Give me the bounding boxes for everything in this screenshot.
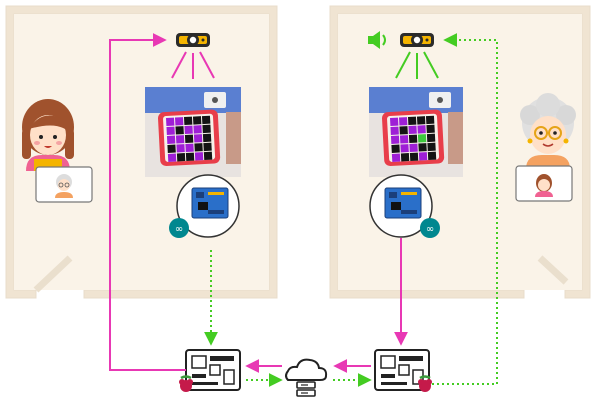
cloud-server-icon [285, 358, 328, 397]
led-matrix-grid-left [166, 115, 213, 162]
led-cell [391, 153, 401, 162]
led-cell [407, 116, 417, 126]
led-cell [202, 124, 211, 134]
led-cell [417, 134, 427, 143]
camera-beam-right [395, 51, 439, 79]
led-matrix-grid-right [390, 115, 437, 162]
led-cell [194, 143, 203, 152]
led-cell [399, 135, 409, 144]
camera-icon-right [400, 33, 434, 47]
arduino-board-right: ∞ [369, 174, 440, 238]
led-cell [390, 117, 399, 126]
led-cell [174, 117, 184, 126]
led-cell [166, 135, 176, 144]
raspberry-pi-board-right [374, 349, 432, 392]
video-call-screen-left [35, 166, 93, 203]
led-cell [193, 125, 202, 134]
grandmother-thumbnail [55, 174, 73, 198]
led-matrix-photo-left [145, 87, 241, 177]
led-cell [418, 143, 427, 152]
raspberry-icon-right [418, 375, 432, 392]
raspberry-icon-left [179, 375, 193, 392]
green-flow-right [432, 33, 498, 385]
girl-avatar [22, 99, 74, 171]
camera-beam-left [171, 51, 215, 79]
led-cell [398, 117, 408, 126]
led-cell [167, 144, 176, 153]
led-cell [185, 143, 194, 153]
led-cell [426, 133, 436, 143]
led-cell [202, 133, 212, 143]
led-cell [425, 115, 435, 125]
speaker-icon [368, 31, 386, 49]
grandmother-avatar [520, 93, 576, 169]
led-cell [426, 124, 435, 134]
led-cell [201, 115, 211, 125]
led-cell [427, 142, 436, 152]
led-cell [399, 126, 408, 135]
led-cell [427, 151, 437, 161]
arduino-board-left: ∞ [169, 174, 240, 238]
led-cell [166, 117, 175, 126]
led-cell [390, 135, 400, 144]
led-cell [400, 144, 409, 153]
led-cell [203, 142, 212, 152]
led-cell [176, 153, 186, 162]
arduino-icon-left: ∞ [175, 224, 183, 235]
led-cell [418, 152, 428, 161]
led-cell [408, 134, 418, 144]
led-cell [185, 152, 195, 161]
led-cell [416, 116, 426, 125]
girl-thumbnail [535, 174, 553, 197]
led-cell [176, 144, 185, 153]
camera-icon-left [176, 33, 210, 47]
led-cell [409, 143, 418, 153]
led-matrix-photo-right [369, 87, 463, 177]
arduino-icon-right: ∞ [426, 224, 434, 235]
led-cell [408, 125, 417, 135]
led-cell [175, 126, 184, 135]
led-cell [194, 152, 204, 161]
video-call-screen-right [515, 165, 573, 202]
led-cell [203, 151, 213, 161]
raspberry-pi-board-left [179, 349, 241, 392]
led-cell [166, 126, 175, 135]
led-cell [400, 153, 410, 162]
led-cell [183, 116, 193, 126]
led-cell [409, 152, 419, 161]
led-cell [390, 126, 399, 135]
led-cell [167, 153, 177, 162]
led-cell [192, 116, 202, 125]
led-cell [417, 125, 426, 134]
led-cell [184, 125, 193, 135]
led-cell [175, 135, 185, 144]
led-cell [193, 134, 203, 143]
pink-flow-left [109, 33, 186, 371]
led-cell [391, 144, 400, 153]
led-cell [184, 134, 194, 144]
